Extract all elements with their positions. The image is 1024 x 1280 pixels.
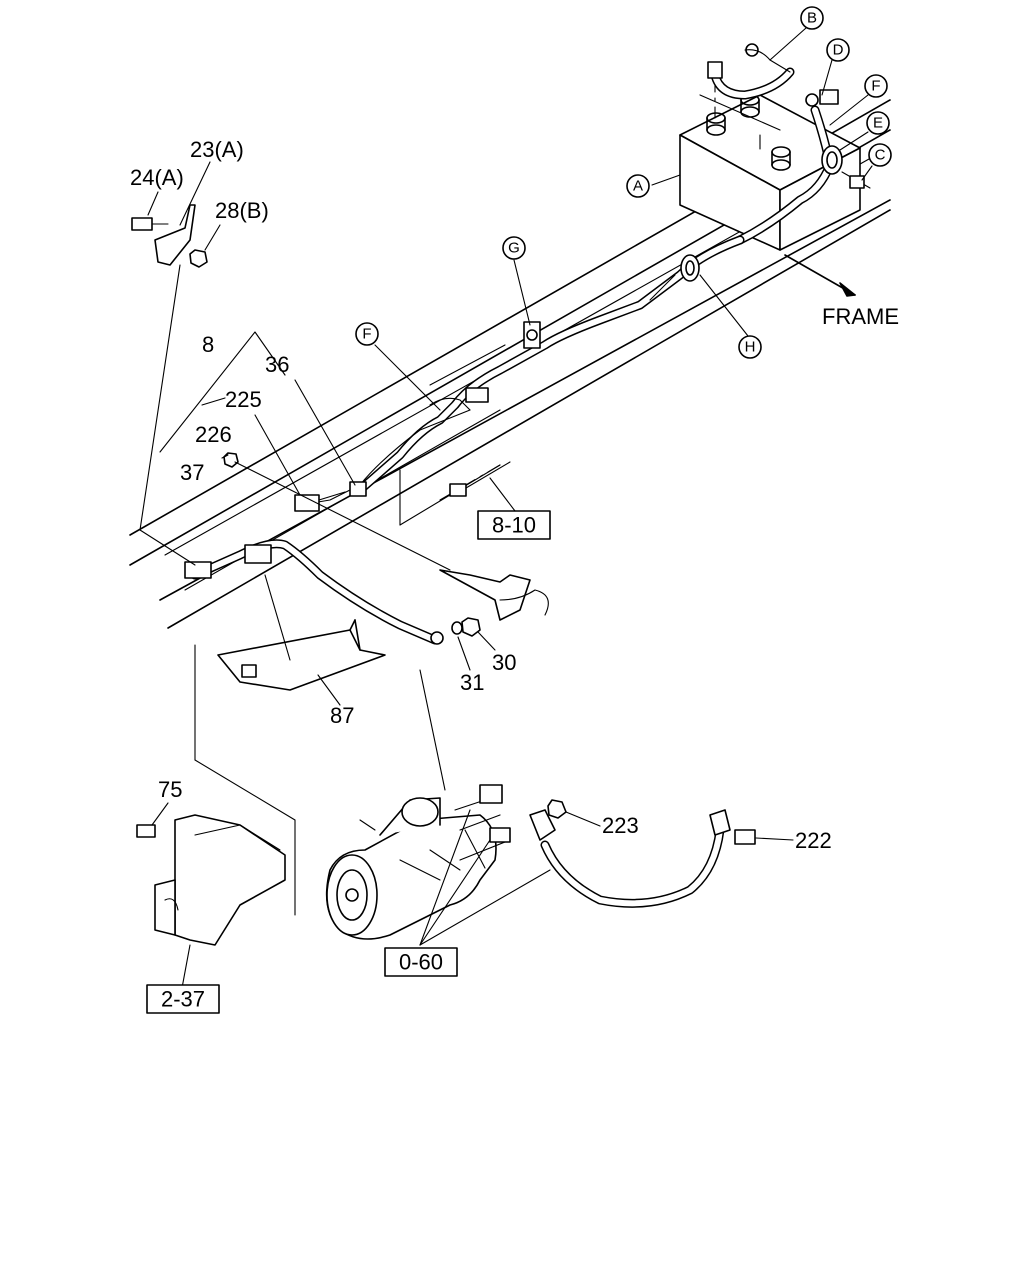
svg-text:H: H <box>745 339 756 356</box>
callout-b: B <box>769 6 824 61</box>
svg-text:8-10: 8-10 <box>492 513 536 538</box>
starter-motor <box>325 797 497 940</box>
svg-text:0-60: 0-60 <box>399 950 443 975</box>
svg-text:D: D <box>833 42 844 59</box>
ref-8-10: 8-10 <box>477 510 551 540</box>
frame-label: FRAME <box>822 304 899 329</box>
label-225: 225 <box>225 387 262 412</box>
svg-text:A: A <box>633 178 643 195</box>
svg-text:C: C <box>875 147 886 164</box>
label-37: 37 <box>180 460 204 485</box>
label-75: 75 <box>158 777 182 802</box>
label-30: 30 <box>492 650 516 675</box>
label-87: 87 <box>330 703 354 728</box>
callout-g: G <box>502 236 531 326</box>
bracket-87 <box>217 619 386 691</box>
svg-text:2-37: 2-37 <box>161 987 205 1012</box>
svg-text:G: G <box>508 240 520 257</box>
svg-text:F: F <box>362 326 371 343</box>
label-222: 222 <box>795 828 832 853</box>
label-31: 31 <box>460 670 484 695</box>
label-24a: 24(A) <box>130 165 184 190</box>
callout-f-lower: F <box>355 322 441 411</box>
callout-d: D <box>821 38 850 96</box>
svg-text:B: B <box>807 10 817 27</box>
ref-2-37: 2-37 <box>146 984 220 1014</box>
callout-f-upper: F <box>829 74 888 126</box>
bracket-23a <box>131 204 208 268</box>
callout-h: H <box>699 274 762 359</box>
ref-0-60: 0-60 <box>384 947 458 977</box>
label-28b: 28(B) <box>215 198 269 223</box>
callout-e: E <box>839 111 890 151</box>
bracket-2-37 <box>136 814 286 946</box>
label-8: 8 <box>202 332 214 357</box>
battery <box>679 77 861 251</box>
svg-text:E: E <box>873 115 883 132</box>
label-23a: 23(A) <box>190 137 244 162</box>
frame-arrow-head <box>839 282 856 297</box>
label-226: 226 <box>195 422 232 447</box>
callout-a: A <box>626 174 681 198</box>
svg-text:F: F <box>871 78 880 95</box>
label-223: 223 <box>602 813 639 838</box>
callout-c: C <box>861 143 892 181</box>
